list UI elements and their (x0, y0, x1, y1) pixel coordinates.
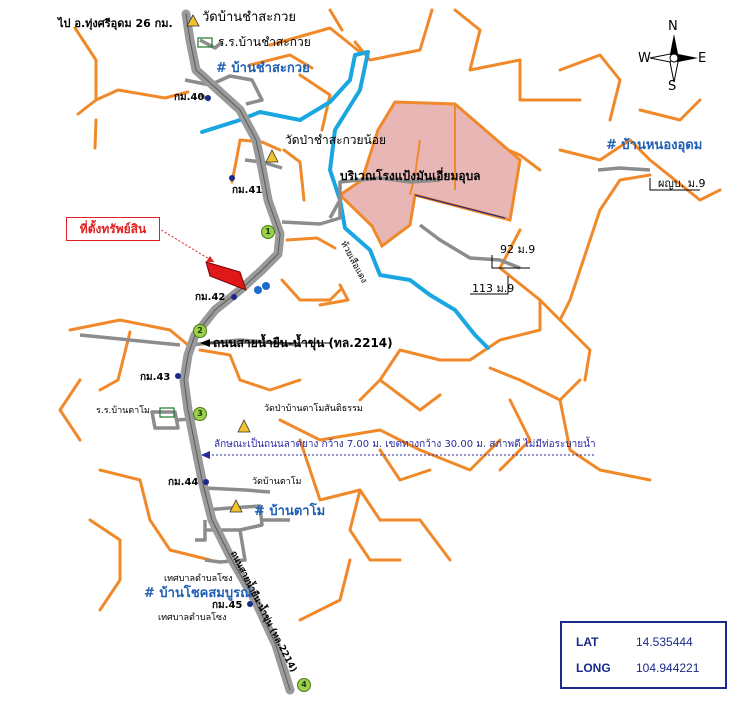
water-drop-icon (262, 282, 270, 290)
compass-rose: N S W E (638, 20, 708, 94)
label-road-name: ถนนสายน้ำยืน-น้ำขุ่น (ทล.2214) (213, 336, 393, 350)
km-post-icon (247, 601, 253, 607)
school-icon (159, 407, 175, 418)
lat-row: LAT 14.535444 (576, 635, 693, 649)
route-marker-1: 1 (261, 225, 275, 239)
km-post-icon (175, 373, 181, 379)
label-km42: กม.42 (195, 292, 226, 303)
label-wat-pa-ta-mo: วัดป่าบ้านตาโมสันติธรรม (264, 404, 363, 414)
label-wat-pa-cha-sakruai-noi: วัดป่าชำสะกวยน้อย (285, 133, 387, 147)
house-92-bracket (491, 255, 530, 269)
house-113-bracket (470, 276, 509, 295)
temple-icons (186, 14, 279, 513)
road-desc-arrowhead (201, 451, 210, 459)
long-row: LONG 104.944221 (576, 661, 699, 675)
label-km40: กม.40 (174, 92, 205, 103)
label-to-district: ไป อ.ทุ่งศรีอุดม 26 กม. (58, 17, 173, 30)
water-drop-icons (254, 282, 270, 294)
label-factory-area: บริเวณโรงแป้งมันเอี่ยมอุบล (340, 169, 481, 183)
label-road-description: ลักษณะเป็นถนนลาดยาง กว้าง 7.00 ม. เขตทาง… (214, 439, 596, 450)
compass-n: N (668, 19, 678, 34)
km-post-icons (175, 95, 253, 607)
orange-roads (58, 8, 722, 622)
compass-w: W (638, 51, 651, 66)
school-icon (197, 37, 213, 48)
label-km41: กม.41 (232, 185, 263, 196)
label-school-cha-sakruai: ร.ร.บ้านชำสะกวย (218, 35, 311, 49)
road-label-arrowhead (200, 339, 210, 347)
label-house-92: 92 ม.9 (500, 243, 536, 256)
km-post-icon (229, 175, 235, 181)
headman-bracket (649, 178, 700, 191)
route-marker-4: 4 (297, 678, 311, 692)
compass-s: S (668, 79, 677, 94)
label-km43: กม.43 (140, 372, 171, 383)
temple-icon (229, 499, 243, 513)
label-km45: กม.45 (212, 600, 243, 611)
lat-value: 14.535444 (636, 635, 693, 649)
label-headman: ผญบ. ม.9 (658, 177, 706, 190)
factory-area (337, 100, 522, 249)
label-village-chok-somboon: # บ้านโชคสมบูรณ์ (144, 586, 253, 601)
callout-arrowhead (206, 256, 214, 262)
property-callout: ที่ตั้งทรัพย์สิน (66, 217, 160, 241)
water-drop-icon (254, 286, 262, 294)
lat-label: LAT (576, 635, 599, 649)
km-post-icon (203, 479, 209, 485)
river (200, 50, 490, 350)
label-km44: กม.44 (168, 477, 199, 488)
highway-2214-edge (183, 13, 291, 691)
label-village-ta-mo: # บ้านตาโม (254, 504, 326, 519)
label-municipality-1: เทศบาลตำบลโซง (164, 574, 233, 584)
label-wat-ta-mo: วัดบ้านตาโม (252, 477, 302, 487)
property-parcel (205, 261, 247, 291)
school-icons (159, 37, 213, 418)
temple-icon (265, 149, 279, 163)
label-wat-cha-sakruai: วัดบ้านชำสะกวย (202, 10, 297, 25)
label-village-cha-sakruai: # บ้านชำสะกวย (216, 61, 310, 76)
label-house-113: 113 ม.9 (472, 282, 515, 295)
km-post-icon (205, 95, 211, 101)
label-school-ta-mo: ร.ร.บ้านตาโม (96, 406, 150, 416)
route-marker-2: 2 (193, 324, 207, 338)
label-village-nong-udom: # บ้านหนองอุดม (606, 138, 703, 153)
label-municipality-2: เทศบาลตำบลโซง (158, 613, 227, 623)
temple-icon (237, 419, 251, 433)
long-label: LONG (576, 661, 611, 675)
callout-leader (157, 227, 215, 263)
compass-e: E (698, 51, 707, 66)
secondary-roads (79, 38, 651, 564)
compass-icon (649, 34, 698, 83)
temple-icon (186, 14, 200, 27)
long-value: 104.944221 (636, 661, 700, 675)
coordinates-box: LAT 14.535444 LONG 104.944221 (560, 621, 727, 689)
route-marker-3: 3 (193, 407, 207, 421)
km-post-icon (231, 294, 237, 300)
